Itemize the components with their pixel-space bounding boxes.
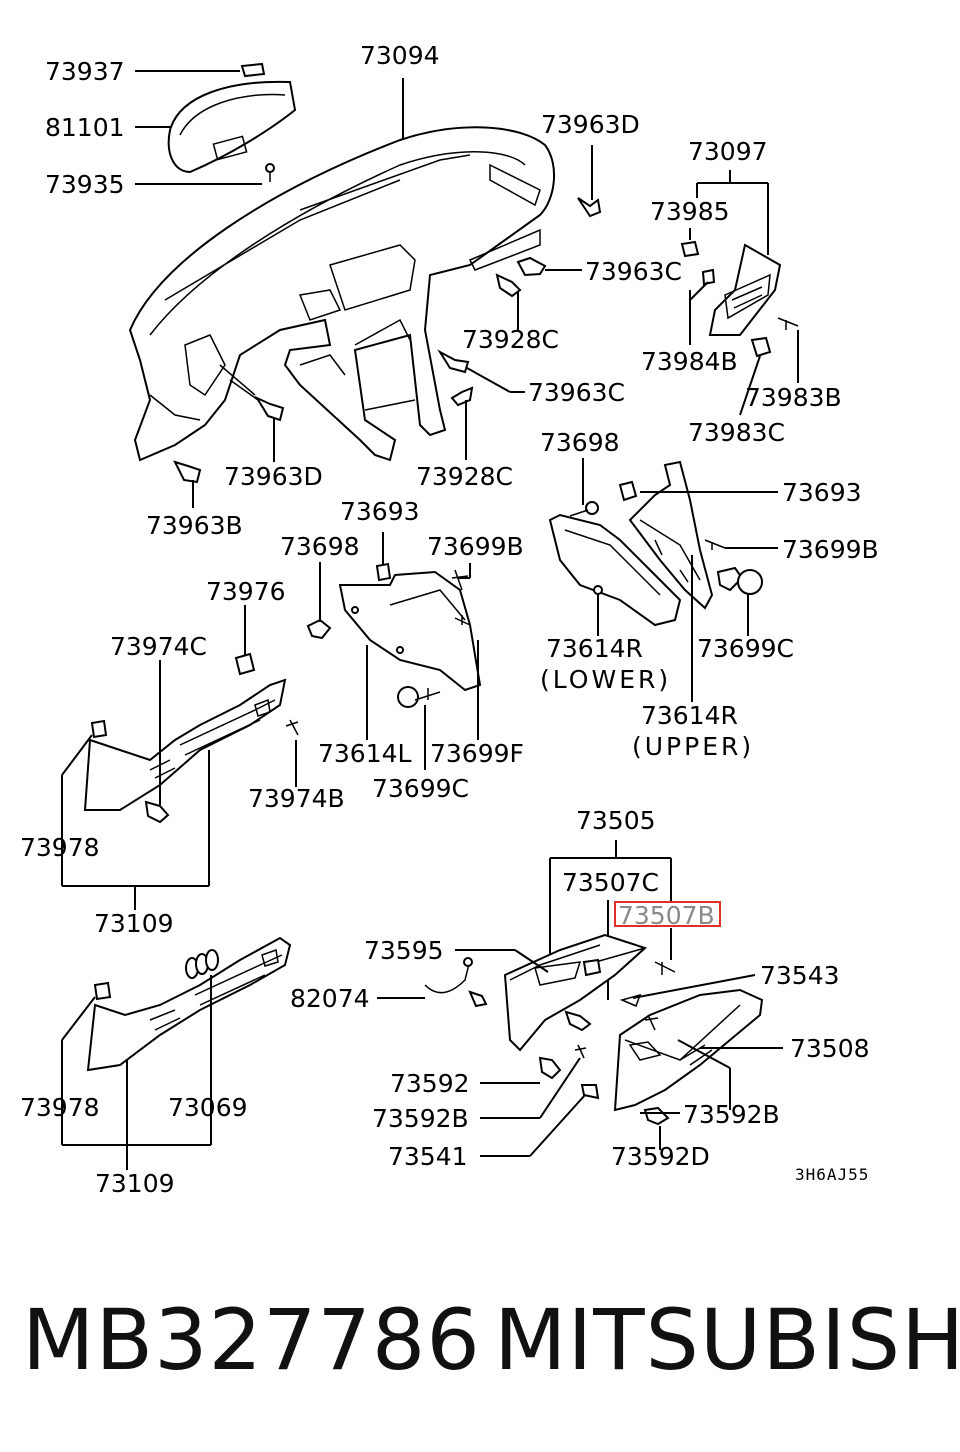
highlight-box-73507b	[614, 901, 721, 927]
label-73541: 73541	[388, 1142, 468, 1171]
label-upper: (UPPER)	[632, 732, 754, 761]
leaders-top-left	[135, 70, 262, 185]
label-73592b-right: 73592B	[683, 1100, 780, 1129]
label-73978-upper: 73978	[20, 833, 100, 862]
label-73069: 73069	[168, 1093, 248, 1122]
label-73698-left: 73698	[280, 532, 360, 561]
label-73699b-right: 73699B	[782, 535, 879, 564]
label-73507c: 73507C	[562, 868, 659, 897]
label-73094: 73094	[360, 41, 440, 70]
diagram-code: 3H6AJ55	[795, 1165, 869, 1184]
label-73592: 73592	[390, 1069, 470, 1098]
label-73928c-lower: 73928C	[416, 462, 513, 491]
side-cover-left-drawing	[306, 532, 482, 770]
label-73976: 73976	[206, 577, 286, 606]
label-73097: 73097	[688, 137, 768, 166]
label-73592b-left: 73592B	[372, 1104, 469, 1133]
label-73109-upper: 73109	[94, 909, 174, 938]
label-73693-right: 73693	[782, 478, 862, 507]
label-73614r-upper: 73614R	[641, 701, 738, 730]
label-73507b-highlighted: 73507B	[618, 901, 715, 930]
label-73543: 73543	[760, 961, 840, 990]
label-73699c-right: 73699C	[697, 634, 794, 663]
label-73505: 73505	[576, 806, 656, 835]
label-73985: 73985	[650, 197, 730, 226]
fasteners-dash	[173, 145, 602, 508]
label-73699c-left: 73699C	[372, 774, 469, 803]
label-lower: (LOWER)	[540, 665, 671, 694]
label-73109-lower: 73109	[95, 1169, 175, 1198]
label-73963d-lower: 73963D	[224, 462, 323, 491]
label-73983c: 73983C	[688, 418, 785, 447]
side-cover-right-drawing	[548, 458, 778, 702]
brand-name: MITSUBISHI	[494, 1291, 960, 1389]
label-73595: 73595	[364, 936, 444, 965]
label-73984b: 73984B	[641, 347, 738, 376]
label-73693-left: 73693	[340, 497, 420, 526]
label-73983b: 73983B	[745, 383, 842, 412]
glove-box-drawing	[377, 840, 783, 1157]
label-73963b: 73963B	[146, 511, 243, 540]
dashboard-panel-drawing	[128, 78, 556, 462]
label-73974b: 73974B	[248, 784, 345, 813]
label-73963c-lower: 73963C	[528, 378, 625, 407]
label-73699b-left: 73699B	[427, 532, 524, 561]
label-73963c-upper: 73963C	[585, 257, 682, 286]
label-73698-right: 73698	[540, 428, 620, 457]
center-vent-panel-drawing	[680, 170, 799, 416]
meter-hood-drawing	[167, 62, 297, 182]
label-81101: 81101	[45, 113, 125, 142]
label-73963d-upper: 73963D	[541, 110, 640, 139]
label-73928c-upper: 73928C	[462, 325, 559, 354]
lower-panel-upper-drawing	[61, 605, 299, 910]
label-73935: 73935	[45, 170, 125, 199]
label-73974c: 73974C	[110, 632, 207, 661]
label-82074: 82074	[290, 984, 370, 1013]
label-73592d: 73592D	[611, 1142, 710, 1171]
label-73614l: 73614L	[318, 739, 412, 768]
label-73614r-lower: 73614R	[546, 634, 643, 663]
lower-panel-lower-drawing	[61, 936, 292, 1170]
label-73978-lower: 73978	[20, 1093, 100, 1122]
label-73699f: 73699F	[430, 739, 524, 768]
part-labels: 73937 81101 73935 73094 73963D 73097 739…	[20, 41, 879, 1198]
label-73508: 73508	[790, 1034, 870, 1063]
label-73937: 73937	[45, 57, 125, 86]
part-number: MB327786	[22, 1291, 481, 1389]
parts-diagram: 73937 81101 73935 73094 73963D 73097 739…	[20, 41, 879, 1198]
